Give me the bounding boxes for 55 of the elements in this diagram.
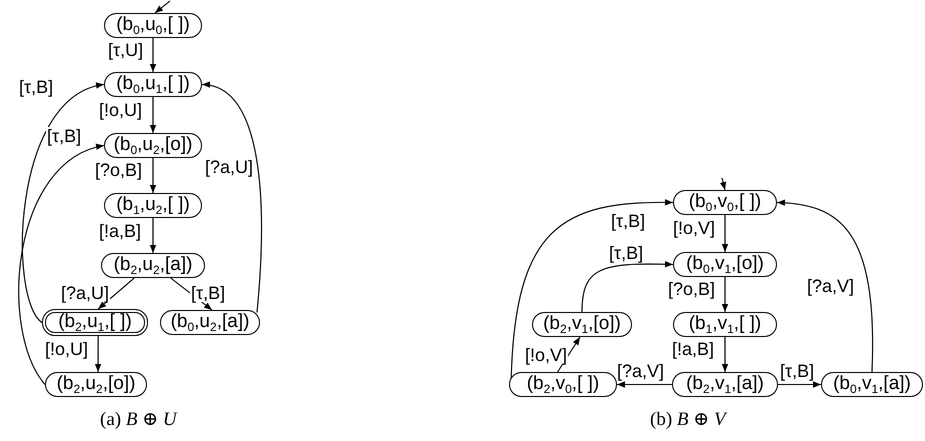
state-node: (b$_{2}$,u$_{2}$,[o]) [45, 372, 147, 397]
edge-label: [!o,U] [44, 340, 90, 358]
state-node: (b$_{0}$,v$_{1}$,[a]) [821, 372, 923, 397]
arrow [150, 218, 156, 253]
arrow [150, 38, 156, 72]
edge-label: [?o,B] [667, 280, 716, 298]
state-node: (b$_{1}$,v$_{1}$,[ ]) [673, 312, 777, 337]
edge-label: [!o,V] [524, 346, 568, 364]
state-node: (b$_{1}$,u$_{2}$,[ ]) [104, 193, 202, 218]
edge-label: [τ,B] [18, 78, 54, 96]
arrow [617, 381, 672, 388]
state-node: (b$_{2}$,v$_{1}$,[o]) [532, 312, 632, 337]
edge-label: [!o,V] [672, 219, 716, 237]
caption: (b) B ⊕ V [650, 408, 726, 431]
edge-label: [?a,V] [806, 277, 856, 295]
edge-label: [?a,U] [60, 284, 110, 302]
edge-label: [τ,U] [107, 41, 144, 59]
edge-label: [τ,B] [46, 127, 82, 145]
state-node: (b$_{0}$,u$_{1}$,[ ]) [104, 72, 202, 97]
arrow [722, 337, 728, 372]
arrow [154, 0, 170, 14]
arrow [150, 97, 156, 133]
edge-label: [!a,B] [671, 340, 716, 358]
edge-label: [!o,U] [98, 101, 144, 119]
state-node: (b$_{2}$,u$_{2}$,[a]) [101, 253, 205, 278]
arrow [778, 381, 821, 388]
arrow [510, 199, 673, 380]
arrow [202, 82, 262, 313]
arrow [581, 261, 674, 312]
edge-label: [?o,B] [94, 161, 144, 179]
arrow [720, 178, 726, 190]
arrow [722, 277, 728, 312]
caption: (a) B ⊕ U [100, 408, 177, 431]
state-node: (b$_{0}$,u$_{2}$,[a]) [160, 310, 260, 335]
state-node: (b$_{2}$,u$_{1}$,[ ]) [42, 309, 148, 336]
state-node: (b$_{0}$,u$_{2}$,[o]) [104, 133, 202, 158]
state-node: (b$_{0}$,v$_{1}$,[o]) [673, 252, 777, 277]
arrow [18, 144, 104, 385]
edge-label: [τ,B] [779, 362, 816, 380]
edge-label: [?a,U] [204, 158, 254, 176]
edge-label: [?a,V] [616, 362, 666, 380]
edge-label: [τ,B] [190, 284, 226, 302]
edge-label: [τ,B] [610, 212, 646, 230]
state-node: (b$_{0}$,u$_{0}$,[ ]) [104, 13, 202, 38]
edge-label: [!a,B] [98, 222, 142, 240]
state-node: (b$_{2}$,v$_{1}$,[a]) [672, 372, 778, 397]
arrow [94, 336, 102, 372]
arrow [776, 200, 874, 372]
arrow [150, 158, 156, 193]
arrow [98, 278, 135, 310]
arrow [22, 84, 104, 323]
state-node: (b$_{2}$,v$_{0}$,[ ]) [509, 372, 617, 397]
state-node: (b$_{0}$,v$_{0}$,[ ]) [673, 190, 777, 215]
edge-label: [τ,B] [608, 244, 644, 262]
arrow [722, 215, 728, 252]
